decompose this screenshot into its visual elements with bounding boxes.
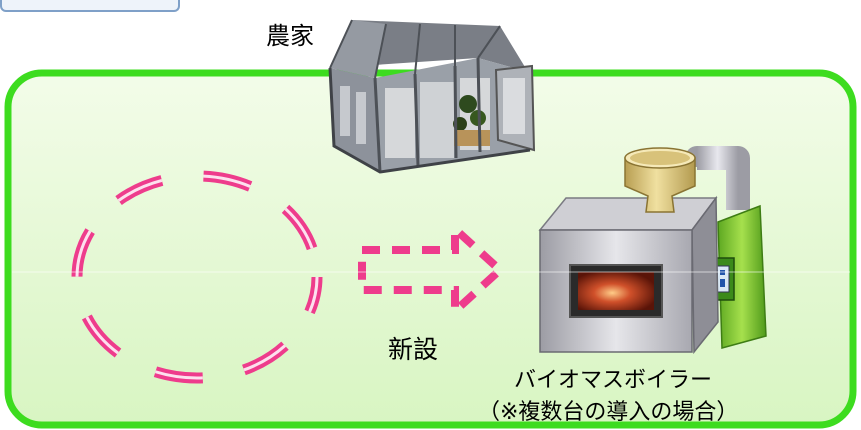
multiple-units-note: （※複数台の導入の場合） xyxy=(478,400,739,425)
greenhouse-icon xyxy=(328,19,536,174)
biomass-boiler-label: バイオマスボイラー xyxy=(514,368,713,393)
dashed-arrow-icon xyxy=(358,219,506,321)
new-install-label: 新設 xyxy=(388,335,439,364)
dashed-circle-icon xyxy=(71,170,323,384)
biomass-boiler-icon xyxy=(538,146,767,355)
top-tab xyxy=(0,0,180,12)
farmer-label: 農家 xyxy=(266,22,314,50)
